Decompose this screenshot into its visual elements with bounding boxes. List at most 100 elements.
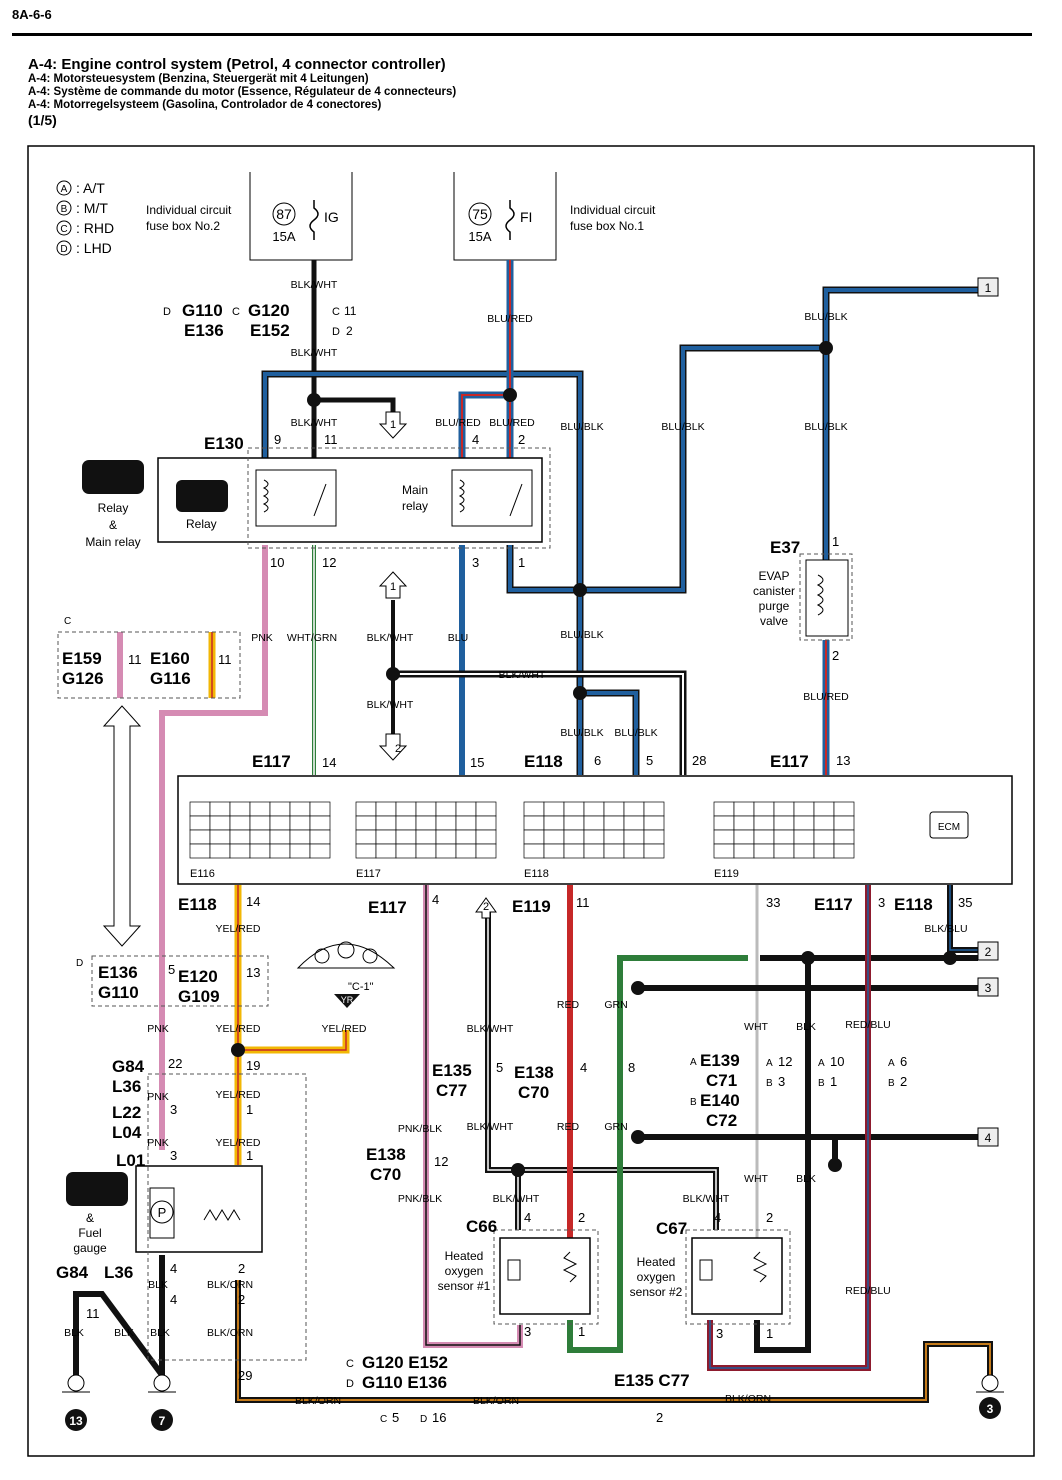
svg-text:E37: E37 xyxy=(770,538,800,557)
svg-text:YEL/RED: YEL/RED xyxy=(216,923,261,935)
svg-text:1: 1 xyxy=(246,1148,253,1163)
svg-text:E130: E130 xyxy=(204,434,244,453)
svg-text:13: 13 xyxy=(69,1414,83,1428)
svg-text:10: 10 xyxy=(830,1054,844,1069)
ecm-pin-cell xyxy=(309,815,331,831)
svg-text:2: 2 xyxy=(483,901,489,913)
svg-text:BLU/BLK: BLU/BLK xyxy=(560,421,603,433)
ecm-pin-cell xyxy=(269,801,291,817)
svg-text:A: A xyxy=(766,1058,773,1069)
svg-text:E139: E139 xyxy=(700,1051,740,1070)
svg-text:BLK/WHT: BLK/WHT xyxy=(291,279,338,291)
svg-text:BLU/RED: BLU/RED xyxy=(803,691,849,703)
ecm-pin-cell xyxy=(643,829,665,845)
svg-text:9: 9 xyxy=(274,432,281,447)
svg-text:BLK/ORN: BLK/ORN xyxy=(725,1393,771,1405)
svg-text:BLK: BLK xyxy=(64,1327,84,1339)
ho2s-1-c66: Heated oxygen sensor #1 xyxy=(438,1229,599,1325)
svg-text:E117: E117 xyxy=(770,752,809,771)
svg-text:1: 1 xyxy=(830,1074,837,1089)
svg-text:RED: RED xyxy=(557,999,580,1011)
svg-text:: LHD: : LHD xyxy=(76,240,112,256)
svg-text:RED: RED xyxy=(557,1121,580,1133)
svg-text:YEL/RED: YEL/RED xyxy=(216,1137,261,1149)
svg-text:C: C xyxy=(380,1414,387,1425)
ecm-pin-cell xyxy=(289,843,311,859)
ecm-pin-cell xyxy=(713,815,735,831)
wire-yel-red xyxy=(208,632,350,1165)
option-markers: D C C 11 D 2 C D xyxy=(163,304,357,1390)
svg-text:Main relay: Main relay xyxy=(85,535,140,549)
ecm-pin-cell xyxy=(733,801,755,817)
svg-text:3: 3 xyxy=(778,1074,785,1089)
svg-text:YEL/RED: YEL/RED xyxy=(216,1023,261,1035)
svg-text:1: 1 xyxy=(390,581,396,593)
ecm-pin-cell xyxy=(455,801,477,817)
svg-text:3: 3 xyxy=(524,1324,531,1339)
svg-text:33: 33 xyxy=(766,895,780,910)
ecm-pin-cell xyxy=(523,801,545,817)
wire-blu-blk-relay-loop xyxy=(261,370,584,590)
ecm-pin-cell xyxy=(189,815,211,831)
svg-text:BLU: BLU xyxy=(448,632,468,644)
ecm-pin-cell xyxy=(563,843,585,859)
ecm-pin-cell xyxy=(435,843,457,859)
svg-text:BLK: BLK xyxy=(114,1327,134,1339)
svg-text:BLK/WHT: BLK/WHT xyxy=(683,1193,730,1205)
svg-text:C67: C67 xyxy=(656,1219,687,1238)
ecm-pin-cell xyxy=(543,829,565,845)
svg-text:G110: G110 xyxy=(98,983,139,1002)
ho2s-2-c67: Heated oxygen sensor #2 xyxy=(630,1229,791,1325)
wire-pnk-fuel-pump xyxy=(159,545,268,1150)
ecm-pin-cell xyxy=(395,801,417,817)
ecm-pin-cell xyxy=(793,843,815,859)
svg-text:2: 2 xyxy=(395,743,401,755)
svg-text:4: 4 xyxy=(170,1261,177,1276)
ecm-pin-cell xyxy=(563,801,585,817)
page-number: 8A-6-6 xyxy=(12,7,52,22)
fuel-pump-icon xyxy=(66,1172,128,1206)
svg-text:6: 6 xyxy=(594,753,601,768)
svg-text:5: 5 xyxy=(168,962,175,977)
ecm-pin-cell xyxy=(455,843,477,859)
ecm-pin-cell xyxy=(229,801,251,817)
page-references: 1 2 3 4 xyxy=(977,277,999,1147)
svg-text:BLK/WHT: BLK/WHT xyxy=(467,1023,514,1035)
svg-text:4: 4 xyxy=(432,892,439,907)
sensor-icon xyxy=(752,1251,768,1283)
ecm-pin-cell xyxy=(793,801,815,817)
svg-text:C66: C66 xyxy=(466,1217,497,1236)
svg-text:BLK: BLK xyxy=(150,1327,170,1339)
ecm-pin-cell xyxy=(249,843,271,859)
ecm-icon xyxy=(929,811,969,839)
ecm-pin-cell xyxy=(395,829,417,845)
ecm-pin-cell xyxy=(395,815,417,831)
svg-text:PNK: PNK xyxy=(147,1137,169,1149)
svg-text:E117: E117 xyxy=(814,895,853,914)
svg-text:2: 2 xyxy=(985,945,992,959)
reference-arrows: 1 1 2 2 xyxy=(378,411,497,919)
svg-text:BLU/BLK: BLU/BLK xyxy=(560,629,603,641)
ecm-unit: ECM E116 E117 E118 E119 xyxy=(177,775,1013,885)
svg-text:2: 2 xyxy=(656,1410,663,1425)
ecm-pin-cell xyxy=(623,829,645,845)
svg-text:WHT: WHT xyxy=(744,1173,768,1185)
svg-text:11: 11 xyxy=(218,652,232,667)
svg-text:RED/BLU: RED/BLU xyxy=(845,1019,891,1031)
svg-text:BLU/BLK: BLU/BLK xyxy=(661,421,704,433)
fuse-name: IG xyxy=(324,209,339,225)
svg-text:12: 12 xyxy=(434,1154,448,1169)
svg-text:G110 E136: G110 E136 xyxy=(362,1373,447,1392)
svg-text:1: 1 xyxy=(246,1102,253,1117)
ecm-pin-cell xyxy=(713,843,735,859)
ecm-pin-cell xyxy=(713,801,735,817)
ecm-pin-cell xyxy=(773,829,795,845)
svg-text:7: 7 xyxy=(159,1414,166,1428)
svg-text:22: 22 xyxy=(168,1056,182,1071)
svg-text:D: D xyxy=(420,1414,427,1425)
ecm-pin-cell xyxy=(189,829,211,845)
ecm-pin-cell xyxy=(475,843,497,859)
ecm-pin-cell xyxy=(309,829,331,845)
wire-blu-red-fi xyxy=(458,260,514,460)
svg-text:Fuel: Fuel xyxy=(78,1226,101,1240)
